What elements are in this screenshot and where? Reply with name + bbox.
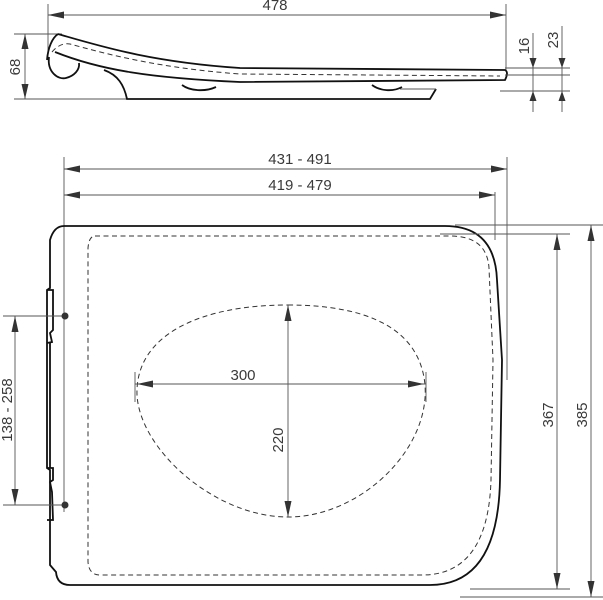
width-max-label: 431 - 491: [268, 151, 331, 168]
width-min-label: 419 - 479: [268, 177, 331, 194]
opening-width-label: 300: [230, 367, 255, 384]
height-label: 68: [7, 59, 24, 76]
overall-depth-label: 385: [574, 402, 591, 427]
hinge-spacing-label: 138 - 258: [0, 378, 16, 441]
seat-thickness-label: 16: [516, 38, 533, 55]
inner-depth-label: 367: [540, 402, 557, 427]
top-view: 431 - 491 419 - 479 138 - 258 300 22: [0, 151, 603, 598]
length-label: 478: [262, 0, 287, 14]
overall-front-height-label: 23: [545, 32, 562, 49]
opening-depth-label: 220: [270, 427, 287, 452]
side-view: 478 68 16 23: [7, 0, 570, 112]
